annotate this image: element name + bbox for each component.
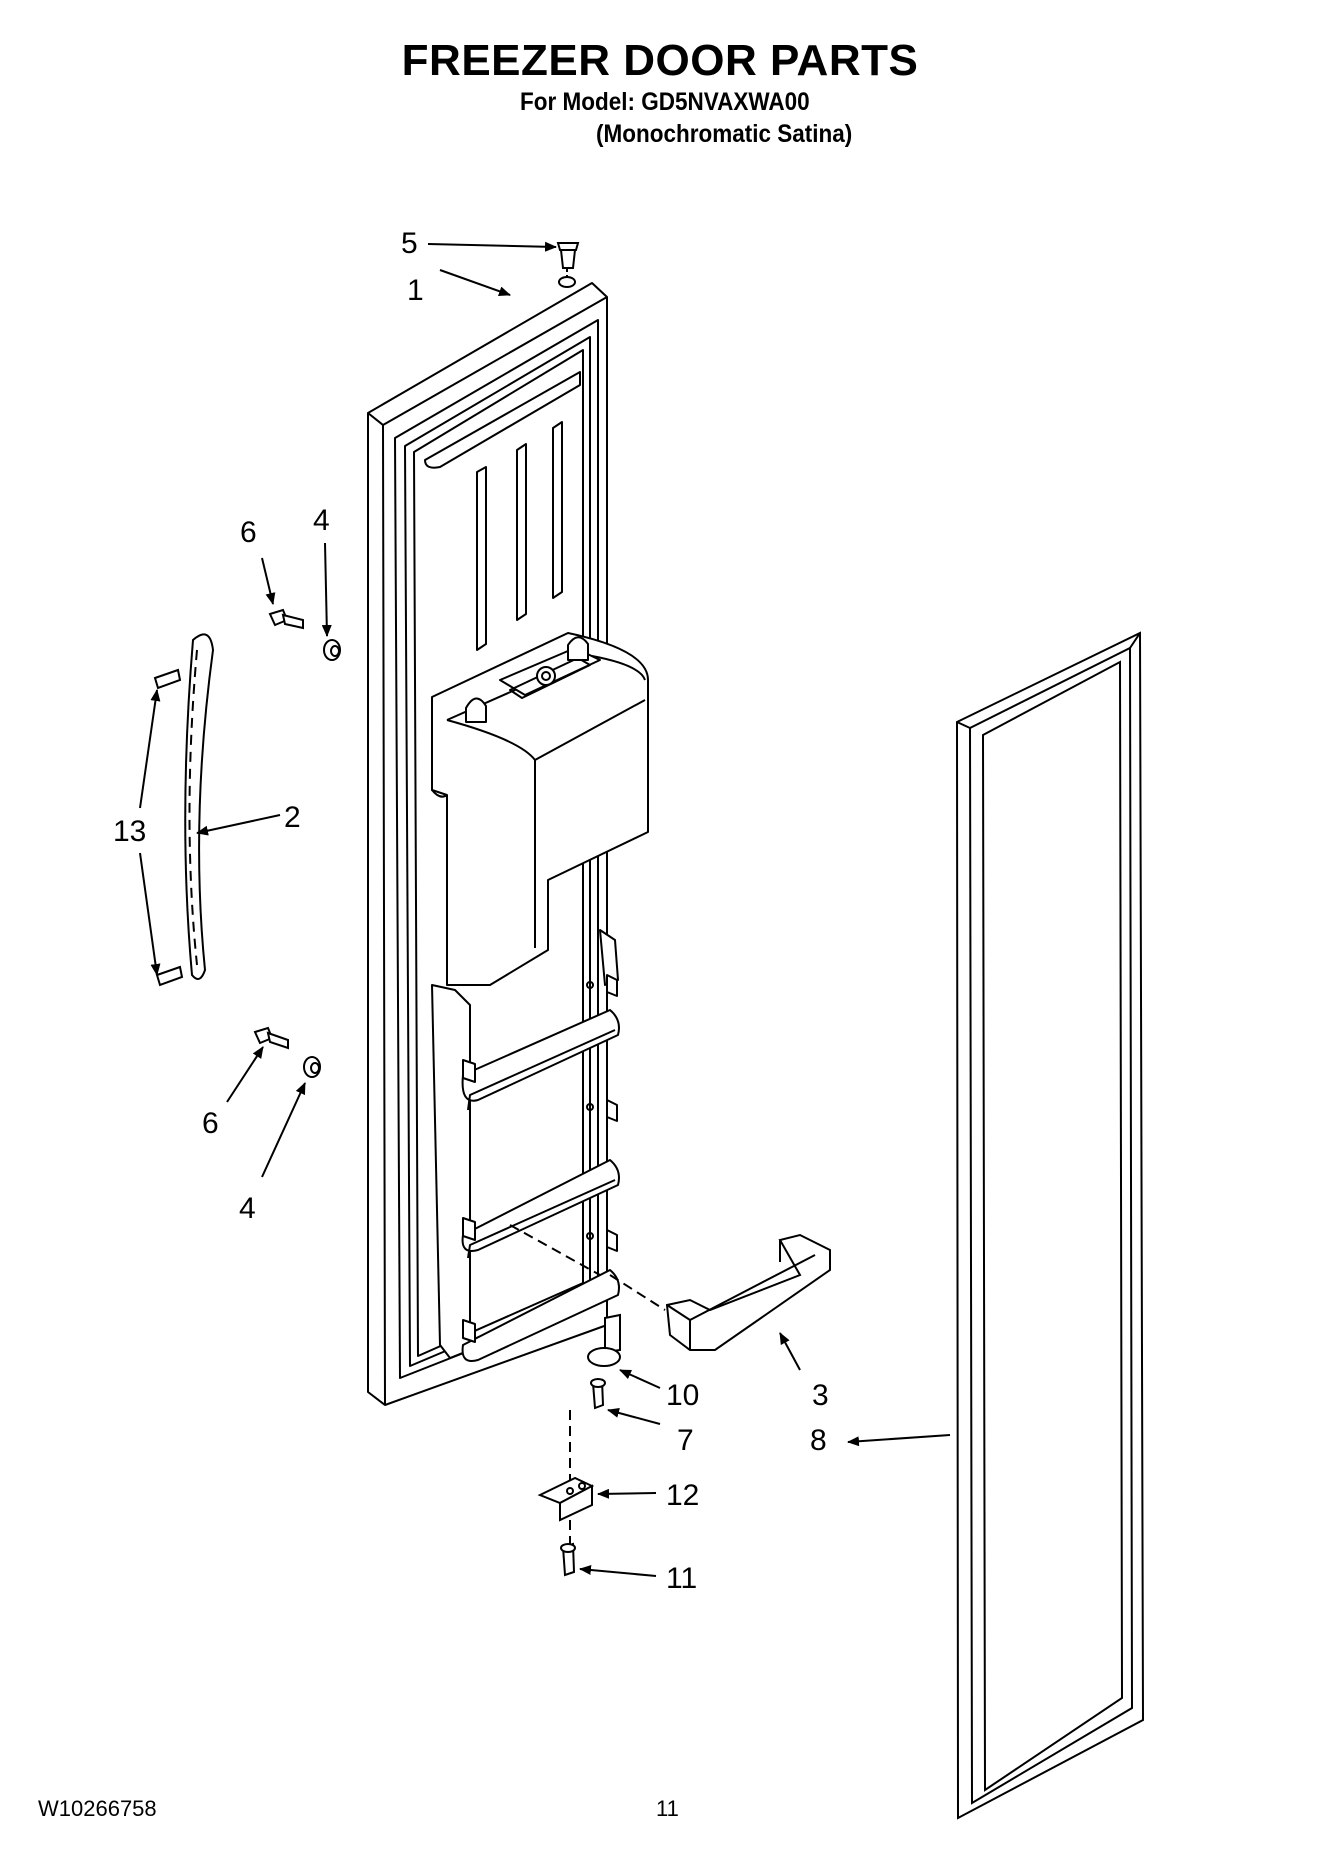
model-finish: (Monochromatic Satina) [596, 120, 853, 148]
page-title: FREEZER DOOR PARTS [401, 36, 919, 85]
leader-lines [139, 241, 951, 1577]
top-hinge-bushing [556, 242, 580, 278]
callout-7: 7 [677, 1424, 694, 1457]
callout-3: 3 [812, 1379, 829, 1412]
callout-12: 12 [666, 1479, 699, 1512]
callout-1: 1 [407, 274, 424, 307]
callout-13: 13 [113, 815, 146, 848]
upper-handle-screw-spacer [268, 608, 341, 661]
callout-10: 10 [666, 1379, 699, 1412]
callout-8: 8 [810, 1424, 827, 1457]
door-handle [153, 633, 215, 987]
document-number: W10266758 [38, 1796, 157, 1821]
page-number: 11 [656, 1796, 679, 1821]
callout-11: 11 [666, 1562, 697, 1595]
bottom-hinge-hardware [509, 1224, 666, 1577]
door-bin [665, 1233, 831, 1351]
callout-4-lower: 4 [239, 1192, 256, 1225]
freezer-door [367, 276, 649, 1406]
callout-6-upper: 6 [240, 516, 257, 549]
lower-handle-screw-spacer [253, 1026, 321, 1078]
model-number: For Model: GD5NVAXWA00 [520, 88, 810, 116]
callout-5: 5 [401, 227, 418, 260]
callout-2: 2 [284, 801, 301, 834]
callout-6-lower: 6 [202, 1107, 219, 1140]
door-gasket [955, 631, 1145, 1820]
callout-4-upper: 4 [313, 504, 330, 537]
